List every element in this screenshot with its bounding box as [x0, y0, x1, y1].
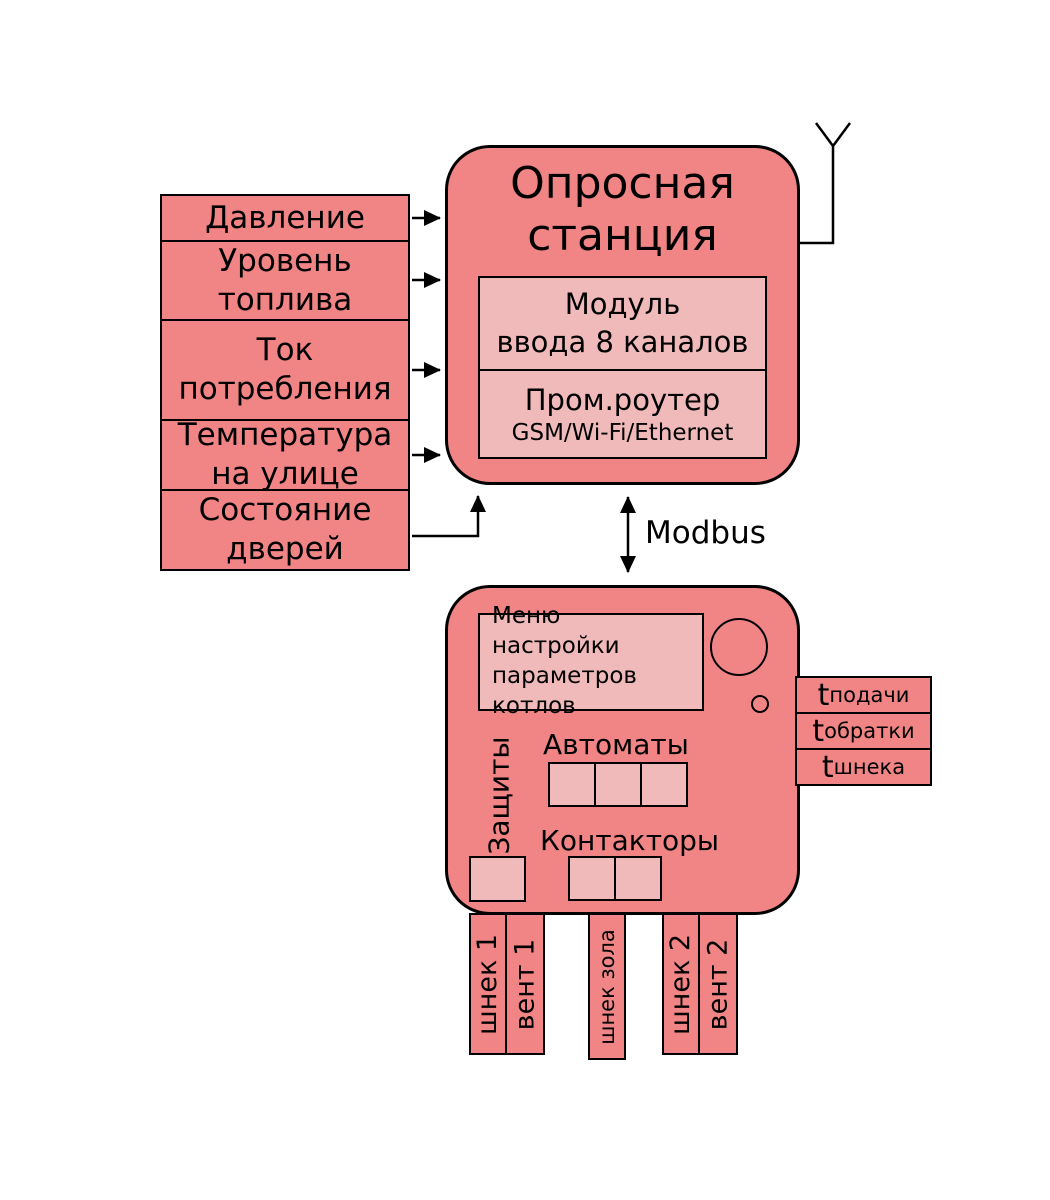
- input-box-door-state: Состояние дверей: [160, 489, 410, 571]
- station-title: Опросная станция: [510, 158, 735, 261]
- breaker-cell-1: [548, 762, 596, 807]
- temp-supply-prefix: t: [817, 677, 830, 713]
- antenna-icon: [800, 122, 852, 245]
- menu-box: Меню настройки параметров котлов: [478, 603, 704, 719]
- output-box-auger-1: шнек 1: [469, 913, 507, 1055]
- output-box-fan-1: вент 1: [505, 913, 545, 1055]
- contactor-cell-2: [614, 856, 662, 901]
- contactor-cell-1: [568, 856, 616, 901]
- breaker-cell-2: [594, 762, 642, 807]
- input-label-door-state: Состояние дверей: [198, 492, 372, 567]
- contactor-row: [568, 856, 662, 901]
- output-label-auger-2: шнек 2: [665, 933, 697, 1035]
- temp-return-prefix: t: [812, 713, 825, 749]
- input-label-fuel-level: Уровень топлива: [217, 242, 353, 318]
- controller-box: Меню настройки параметров котлов Защиты …: [445, 585, 800, 915]
- menu-label: Меню настройки параметров котлов: [492, 603, 637, 719]
- input-box-fuel-level: Уровень топлива: [160, 240, 410, 321]
- arrow-door-state: [412, 495, 486, 538]
- output-label-auger-1: шнек 1: [472, 933, 504, 1035]
- input-label-outdoor-temp: Температура на улице: [177, 417, 393, 492]
- input-module-label: Модуль ввода 8 каналов: [496, 286, 749, 359]
- output-label-fan-1: вент 1: [509, 938, 541, 1030]
- temp-return-name: обратки: [824, 719, 915, 743]
- input-module-box: Модуль ввода 8 каналов: [478, 276, 767, 371]
- knob-icon: [710, 618, 768, 676]
- router-sub-label: GSM/Wi-Fi/Ethernet: [511, 419, 734, 446]
- output-box-ash-auger: шнек зола: [588, 913, 626, 1060]
- input-box-current: Ток потребления: [160, 319, 410, 421]
- router-box: Пром.роутер GSM/Wi-Fi/Ethernet: [478, 369, 767, 459]
- protections-label: Защиты: [482, 736, 516, 855]
- temp-supply-name: подачи: [829, 683, 910, 707]
- input-label-pressure: Давление: [205, 199, 365, 236]
- temp-auger-name: шнека: [833, 755, 906, 779]
- input-box-pressure: Давление: [160, 194, 410, 242]
- input-label-current: Ток потребления: [178, 332, 392, 407]
- breaker-cell-3: [640, 762, 688, 807]
- input-box-outdoor-temp: Температура на улице: [160, 417, 410, 492]
- output-label-fan-2: вент 2: [702, 938, 734, 1030]
- protection-cell: [469, 856, 526, 902]
- modbus-label: Modbus: [645, 515, 766, 551]
- station-box: Опросная станция Модуль ввода 8 каналов …: [445, 145, 800, 485]
- breaker-row: [548, 762, 688, 807]
- router-label: Пром.роутер: [524, 383, 721, 418]
- temp-auger-prefix: t: [821, 749, 834, 785]
- output-box-fan-2: вент 2: [698, 913, 738, 1055]
- protections-label-wrap: Защиты: [476, 733, 522, 858]
- output-box-auger-2: шнек 2: [662, 913, 700, 1055]
- led-icon: [751, 695, 769, 713]
- output-label-ash-auger: шнек зола: [595, 928, 619, 1045]
- contactors-label: Контакторы: [540, 824, 720, 857]
- breakers-label: Автоматы: [543, 728, 689, 761]
